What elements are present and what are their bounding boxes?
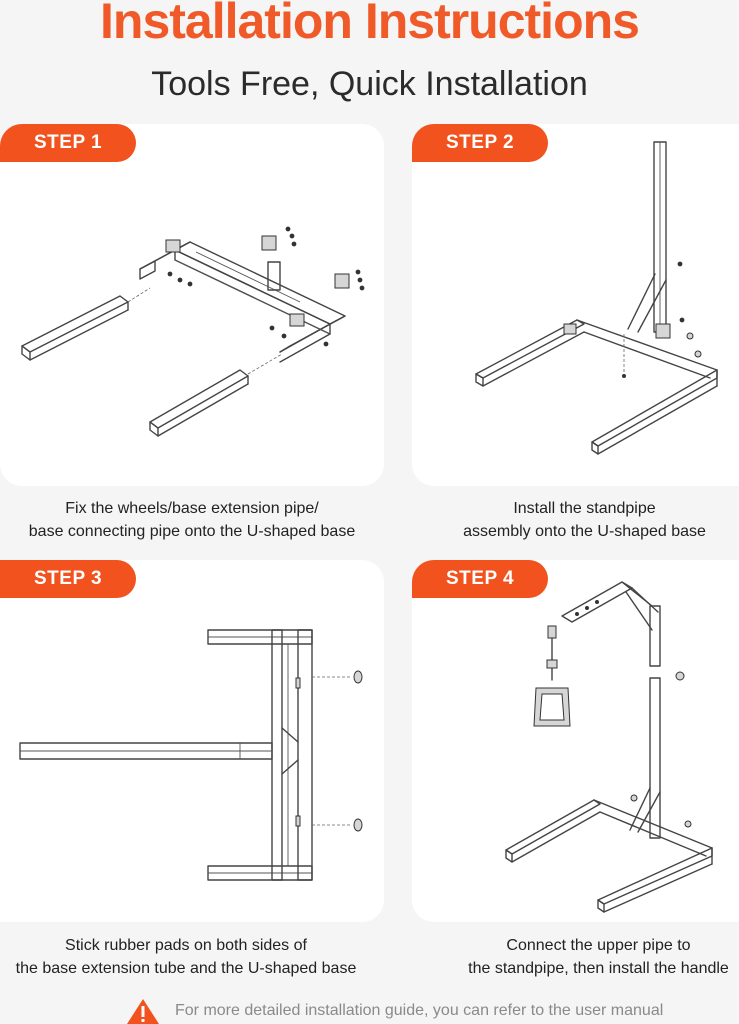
footer-note: For more detailed installation guide, yo… xyxy=(175,1002,664,1019)
step-2-badge: STEP 2 xyxy=(412,124,549,162)
step-4-card: STEP 4 xyxy=(412,560,739,922)
footer: For more detailed installation guide, yo… xyxy=(0,998,739,1024)
step-2-caption-line-1: Install the standpipe xyxy=(513,500,656,517)
step-3-card: STEP 3 xyxy=(0,560,384,922)
step-1-caption-line-1: Fix the wheels/base extension pipe/ xyxy=(65,500,319,517)
step-4-caption-line-2: the standpipe, then install the handle xyxy=(468,960,729,977)
step-3-badge: STEP 3 xyxy=(0,560,137,598)
page-title: Installation Instructions xyxy=(100,0,640,49)
step-4-caption-line-1: Connect the upper pipe to xyxy=(506,937,691,954)
step-2-caption-line-2: assembly onto the U-shaped base xyxy=(463,523,706,540)
warning-triangle-icon xyxy=(127,999,159,1024)
step-1-caption-line-2: base connecting pipe onto the U-shaped b… xyxy=(28,523,356,540)
step-4-caption: Connect the upper pipe to the standpipe,… xyxy=(458,934,739,980)
step-4-illustration xyxy=(505,581,713,913)
step-4-badge: STEP 4 xyxy=(412,560,549,598)
step-2-illustration xyxy=(475,141,718,455)
page-subtitle: Tools Free, Quick Installation xyxy=(151,65,588,103)
step-2-caption: Install the standpipe assembly onto the … xyxy=(430,497,739,543)
step-3-illustration xyxy=(19,629,363,881)
step-3-caption-line-2: the base extension tube and the U-shaped… xyxy=(15,960,357,977)
step-3-caption: Stick rubber pads on both sides of the b… xyxy=(0,934,372,980)
step-1-badge: STEP 1 xyxy=(0,124,137,162)
step-1-caption: Fix the wheels/base extension pipe/ base… xyxy=(0,497,384,543)
step-2-card: STEP 2 xyxy=(412,124,739,486)
step-1-illustration xyxy=(21,226,365,437)
step-1-card: STEP 1 xyxy=(0,124,384,486)
step-3-caption-line-1: Stick rubber pads on both sides of xyxy=(65,937,307,954)
